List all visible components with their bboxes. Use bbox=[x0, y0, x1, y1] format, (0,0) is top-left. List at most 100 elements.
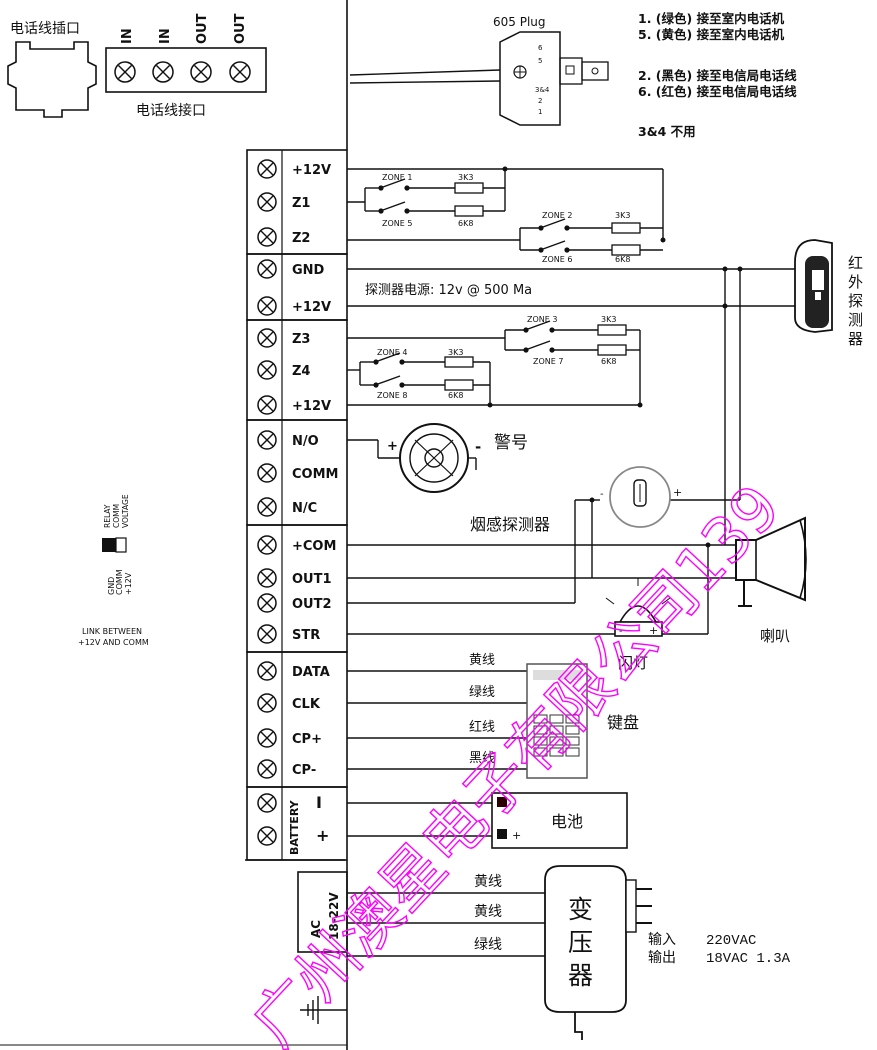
keypad-key bbox=[533, 725, 548, 735]
zone7-switch bbox=[523, 340, 555, 353]
jumper-bottom-1: GND bbox=[107, 577, 116, 595]
strobe-light: - + 闪灯 bbox=[605, 578, 671, 672]
terminal-screw-3 bbox=[257, 227, 277, 247]
siren-minus: - bbox=[475, 438, 481, 456]
zone3-resistor bbox=[597, 324, 627, 336]
terminal-screw-6 bbox=[257, 328, 277, 348]
zone1-switch bbox=[378, 178, 410, 191]
zone5-label: ZONE 5 bbox=[382, 219, 412, 228]
smoke-detector: - + 烟感探测器 bbox=[470, 466, 682, 534]
terminal-block: +12VZ1Z2GND+12VZ3Z4+12VN/OCOMMN/C+COMOUT… bbox=[246, 149, 348, 861]
r-6k8-1: 6K8 bbox=[458, 219, 473, 228]
jack-outline bbox=[7, 41, 97, 118]
note-5: 5. (黄色) 接至室内电话机 bbox=[638, 27, 785, 42]
terminal-screw-9 bbox=[257, 430, 277, 450]
output-value: 18VAC 1.3A bbox=[706, 951, 791, 967]
terminal-label-6: Z3 bbox=[292, 332, 310, 347]
terminal-label-3: Z2 bbox=[292, 231, 310, 246]
terminal-screw-17 bbox=[257, 693, 277, 713]
terminal-screw-19 bbox=[257, 759, 277, 779]
keypad-key bbox=[565, 736, 580, 746]
r-3k3-1: 3K3 bbox=[458, 173, 473, 182]
siren-label: 警号 bbox=[494, 433, 528, 453]
keypad-key bbox=[565, 747, 580, 757]
plug-pin-6: 6 bbox=[538, 44, 543, 52]
relay-jumper: RELAY COMM VOLTAGE GND COMM +12V LINK BE… bbox=[78, 494, 149, 647]
terminal-screw-7 bbox=[257, 360, 277, 380]
r-3k3-4: 3K3 bbox=[448, 348, 463, 357]
terminal-label-1: +12V bbox=[292, 163, 331, 178]
pir-label: 红外探测器 bbox=[848, 254, 863, 348]
phone-jack: 电话线插口 bbox=[7, 21, 97, 118]
terminal-screw-15 bbox=[257, 624, 277, 644]
zone5-resistor bbox=[454, 205, 484, 217]
terminal-label-14: OUT2 bbox=[292, 597, 332, 612]
terminal-screw-4 bbox=[257, 259, 277, 279]
detector-power-label: 探测器电源: 12v @ 500 Ma bbox=[365, 283, 532, 298]
terminal-screw-21 bbox=[257, 826, 277, 846]
note-1: 1. (绿色) 接至室内电话机 bbox=[638, 11, 785, 26]
plug-605: 605 Plug 6 5 3&4 2 1 bbox=[349, 15, 609, 126]
note-2: 2. (黑色) 接至电信局电话线 bbox=[638, 68, 797, 83]
terminal-screw-10 bbox=[257, 463, 277, 483]
note-6: 6. (红色) 接至电信局电话线 bbox=[638, 84, 797, 99]
jumper-top-1: RELAY bbox=[103, 504, 112, 528]
jumper-note-1: LINK BETWEEN bbox=[82, 627, 142, 636]
ac-wire-green: 绿线 bbox=[474, 937, 502, 953]
terminal-screw-5 bbox=[257, 296, 277, 316]
terminal-screw-20 bbox=[257, 793, 277, 813]
zone3-label: ZONE 3 bbox=[527, 315, 557, 324]
terminal-label-19: CP- bbox=[292, 763, 316, 778]
pir-detector bbox=[794, 239, 833, 333]
smoke-plus: + bbox=[673, 486, 682, 499]
wiring-lines bbox=[347, 168, 795, 957]
strobe-minus: - bbox=[619, 626, 623, 637]
zone3-switch bbox=[523, 320, 555, 333]
plug-pin-2: 2 bbox=[538, 97, 542, 105]
wire-green-label: 绿线 bbox=[469, 685, 495, 700]
keypad-key bbox=[533, 736, 548, 746]
input-label: 输入 bbox=[648, 932, 676, 949]
terminal-screw-1 bbox=[257, 159, 277, 179]
jumper-top-2: COMM bbox=[112, 504, 121, 528]
zone4-label: ZONE 4 bbox=[377, 348, 407, 357]
terminal-label-11: N/C bbox=[292, 501, 317, 516]
zone7-resistor bbox=[597, 344, 627, 356]
smoke-label: 烟感探测器 bbox=[470, 515, 550, 534]
siren-plus: + bbox=[387, 439, 398, 454]
siren: + - 警号 bbox=[387, 423, 528, 493]
phone-screw-3 bbox=[190, 61, 212, 83]
zone4-resistor bbox=[444, 356, 474, 368]
zone2-switch bbox=[538, 218, 570, 231]
keypad-key bbox=[565, 725, 580, 735]
zone6-label: ZONE 6 bbox=[542, 255, 572, 264]
plug-pin-34: 3&4 bbox=[535, 86, 550, 94]
terminal-label-5: +12V bbox=[292, 300, 331, 315]
keypad-wire-labels: 黄线 绿线 红线 黑线 bbox=[469, 653, 495, 766]
keypad-key bbox=[533, 714, 548, 724]
r-6k8-2: 6K8 bbox=[615, 255, 630, 264]
phone-screw-1 bbox=[114, 61, 136, 83]
keypad-label: 键盘 bbox=[607, 713, 639, 732]
terminal-label-7: Z4 bbox=[292, 364, 310, 379]
terminal-screw-13 bbox=[257, 568, 277, 588]
ac-wire-yellow-2: 黄线 bbox=[474, 903, 502, 920]
zone8-switch bbox=[373, 375, 405, 388]
zone5-switch bbox=[378, 201, 410, 214]
zone1-resistor bbox=[454, 182, 484, 194]
input-value: 220VAC bbox=[706, 933, 756, 949]
jumper-note-2: +12V AND COMM bbox=[78, 638, 149, 647]
keypad-key bbox=[549, 714, 564, 724]
transformer-char-2: 压 bbox=[568, 928, 593, 957]
terminal-label-16: DATA bbox=[292, 665, 330, 680]
battery-label: 电池 bbox=[551, 812, 583, 831]
terminal-label-17: CLK bbox=[292, 697, 321, 712]
keypad-key bbox=[549, 736, 564, 746]
jumper-bottom-3: +12V bbox=[124, 572, 133, 595]
keypad-keys bbox=[533, 714, 580, 757]
terminal-screw-2 bbox=[257, 192, 277, 212]
zone2-resistor bbox=[611, 222, 641, 234]
phone-screws bbox=[114, 61, 251, 83]
r-6k8-4: 6K8 bbox=[448, 391, 463, 400]
horn-speaker: 喇叭 bbox=[735, 516, 807, 645]
